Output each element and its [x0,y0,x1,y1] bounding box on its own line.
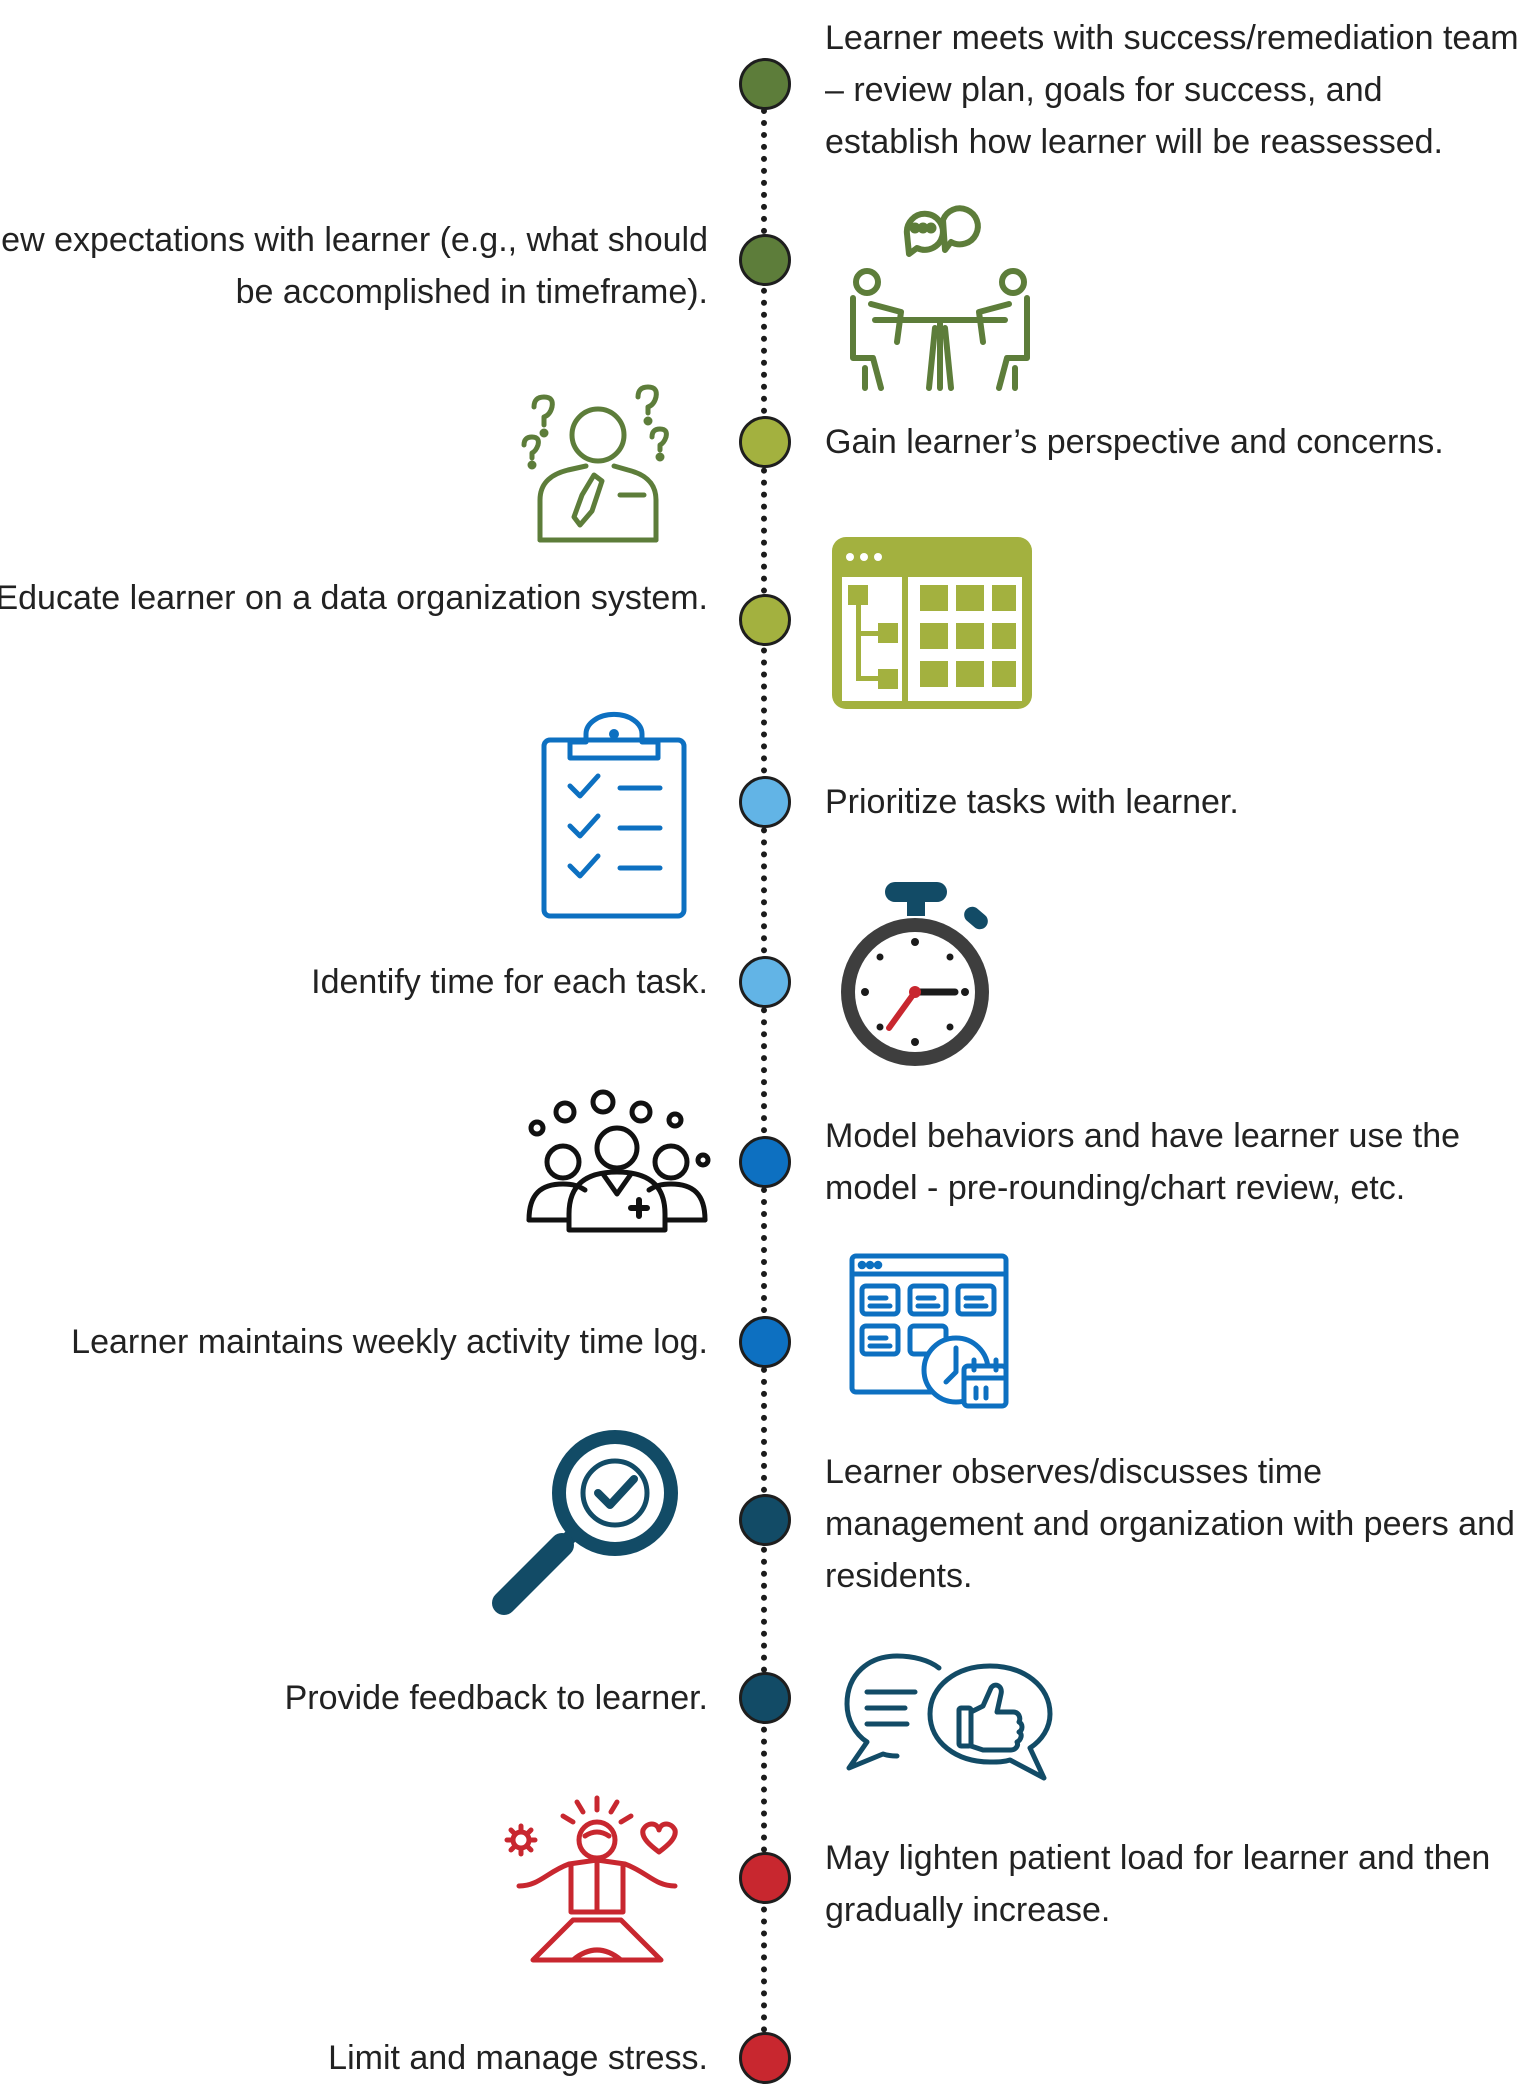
timeline-dot-10 [739,1672,791,1724]
data-table-icon [832,537,1032,709]
timeline-dot-9 [739,1494,791,1546]
timeline-dot-6 [739,956,791,1008]
magnifier-check-icon [490,1425,690,1625]
feedback-thumbs-up-icon [844,1652,1053,1782]
timeline-dot-2 [739,234,791,286]
meditation-icon [504,1790,690,1970]
step-3-text: Gain learner’s perspective and concerns. [825,423,1444,461]
meeting-icon [845,200,1035,391]
checklist-clipboard-icon [540,711,690,919]
step-6-text: Identify time for each task. [311,963,708,1001]
timeline-dot-5 [739,776,791,828]
step-1-text: Learner meets with success/remediation t… [825,19,1519,161]
timeline-dot-4 [739,594,791,646]
step-4-text: Educate learner on a data organization s… [0,579,708,617]
timeline-dot-1 [739,58,791,110]
stopwatch-icon [835,880,1000,1066]
step-12-text: Limit and manage stress. [328,2039,708,2077]
thinking-person-icon [520,384,680,545]
step-9-text: Learner observes/discusses time manageme… [825,1453,1515,1595]
step-8-text: Learner maintains weekly activity time l… [71,1323,708,1361]
step-2-text: Review expectations with learner (e.g., … [0,221,708,311]
timeline-spine [761,60,767,2070]
step-5-text: Prioritize tasks with learner. [825,783,1239,821]
step-10-text: Provide feedback to learner. [284,1679,708,1717]
schedule-calendar-icon [848,1252,1013,1412]
step-11-text: May lighten patient load for learner and… [825,1839,1491,1929]
timeline-dot-8 [739,1316,791,1368]
timeline-dot-3 [739,416,791,468]
timeline-dot-11 [739,1852,791,1904]
timeline-dot-7 [739,1136,791,1188]
step-7-text: Model behaviors and have learner use the… [825,1117,1461,1207]
team-doctors-icon [525,1089,711,1233]
timeline-dot-12 [739,2032,791,2084]
